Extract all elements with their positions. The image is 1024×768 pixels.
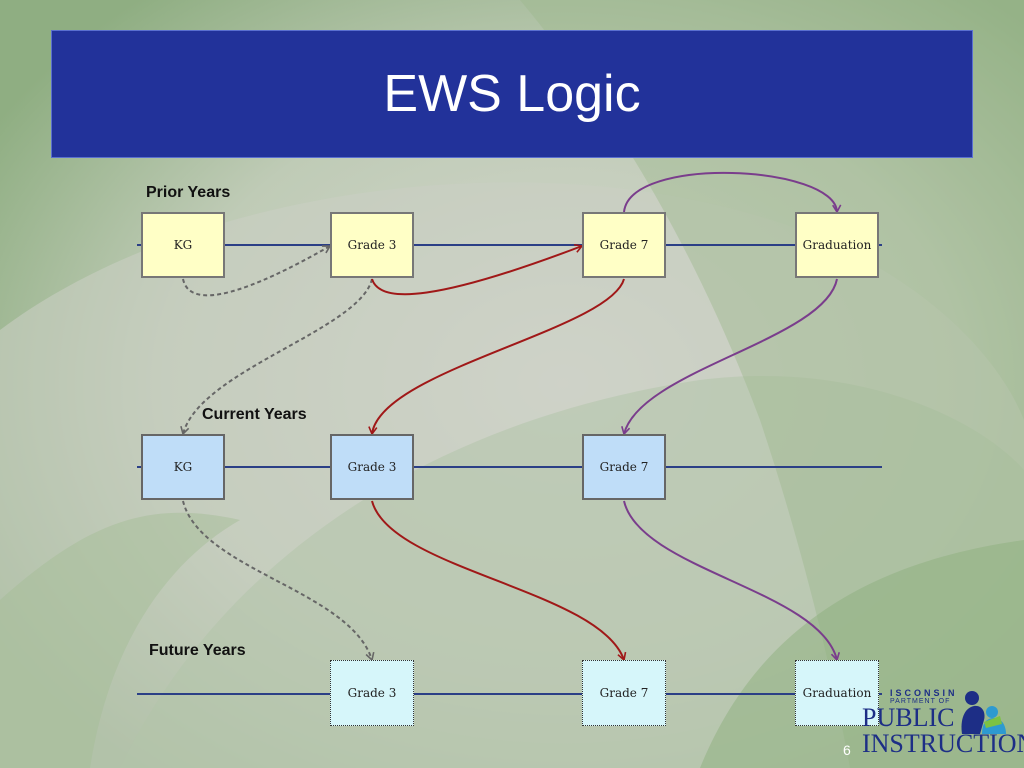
purple-arrow-current-grade7-to-future-graduation	[623, 500, 840, 662]
future-years-label: Future Years	[149, 642, 246, 659]
dpi-logo: ISCONSIN PARTMENT OF PUBLIC INSTRUCTION	[862, 686, 1024, 764]
current-timeline	[137, 466, 882, 468]
prior-timeline	[137, 244, 882, 246]
purple-arrow-prior-grade7-to-prior-graduation	[623, 172, 842, 214]
logo-line1: ISCONSIN	[890, 688, 958, 698]
future-graduation-box: Graduation	[795, 660, 879, 726]
prior-kg-box: KG	[141, 212, 225, 278]
red-arrow-prior-grade7-to-current-grade3	[368, 278, 625, 436]
dashed-arrow-prior-grade3-to-current-kg	[180, 278, 373, 436]
logo-line2: PARTMENT OF	[890, 698, 951, 705]
future-grade3-box: Grade 3	[330, 660, 414, 726]
current-grade3-box: Grade 3	[330, 434, 414, 500]
future-timeline	[137, 693, 882, 695]
purple-arrow-prior-graduation-to-current-grade7	[621, 278, 838, 436]
current-years-label: Current Years	[202, 406, 307, 423]
prior-grade3-box: Grade 3	[330, 212, 414, 278]
logo-line3: PUBLIC	[862, 703, 955, 732]
logo-line4: INSTRUCTION	[862, 729, 1024, 758]
prior-graduation-box: Graduation	[795, 212, 879, 278]
dashed-arrow-current-kg-to-future-grade3	[182, 500, 375, 662]
future-grade7-box: Grade 7	[582, 660, 666, 726]
page-number: 6	[843, 742, 851, 758]
red-arrow-prior-grade3-to-prior-grade7	[371, 243, 584, 296]
slide-title: EWS Logic	[383, 65, 641, 123]
current-grade7-box: Grade 7	[582, 434, 666, 500]
prior-grade7-box: Grade 7	[582, 212, 666, 278]
title-bar: EWS Logic	[51, 30, 973, 158]
dashed-arrow-prior-kg-to-prior-grade3	[182, 245, 332, 297]
current-kg-box: KG	[141, 434, 225, 500]
red-arrow-current-grade3-to-future-grade7	[371, 500, 627, 662]
reading-figure-icon	[961, 691, 1006, 734]
prior-years-label: Prior Years	[146, 184, 231, 201]
